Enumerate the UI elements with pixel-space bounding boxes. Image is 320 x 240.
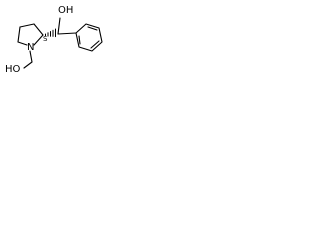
ring-bond-c2-c3: [33, 23, 44, 36]
nitrogen-label: N: [27, 42, 34, 53]
ring-bond-c5-n: [17, 41, 28, 46]
bond-carbinol-phenyl: [57, 32, 77, 35]
ring-bond-n-c2: [33, 34, 44, 46]
hydroxyl-label-bottom: HO: [5, 64, 21, 75]
bond-n-ch2: [29, 50, 33, 63]
bond-ch2-oh: [23, 61, 33, 69]
stereo-descriptor: S: [43, 35, 48, 43]
phenyl-ring: [75, 23, 103, 52]
ring-bond-c4-c5: [17, 26, 21, 43]
hydroxyl-label-top: OH: [58, 5, 73, 16]
pyrrolidine-ring: [17, 23, 44, 46]
chemical-structure: N OH HO S: [5, 5, 103, 75]
hashed-wedge-bond: [45, 28, 56, 38]
bond-carbinol-oh: [57, 17, 61, 35]
ring-bond-c3-c4: [19, 23, 35, 28]
